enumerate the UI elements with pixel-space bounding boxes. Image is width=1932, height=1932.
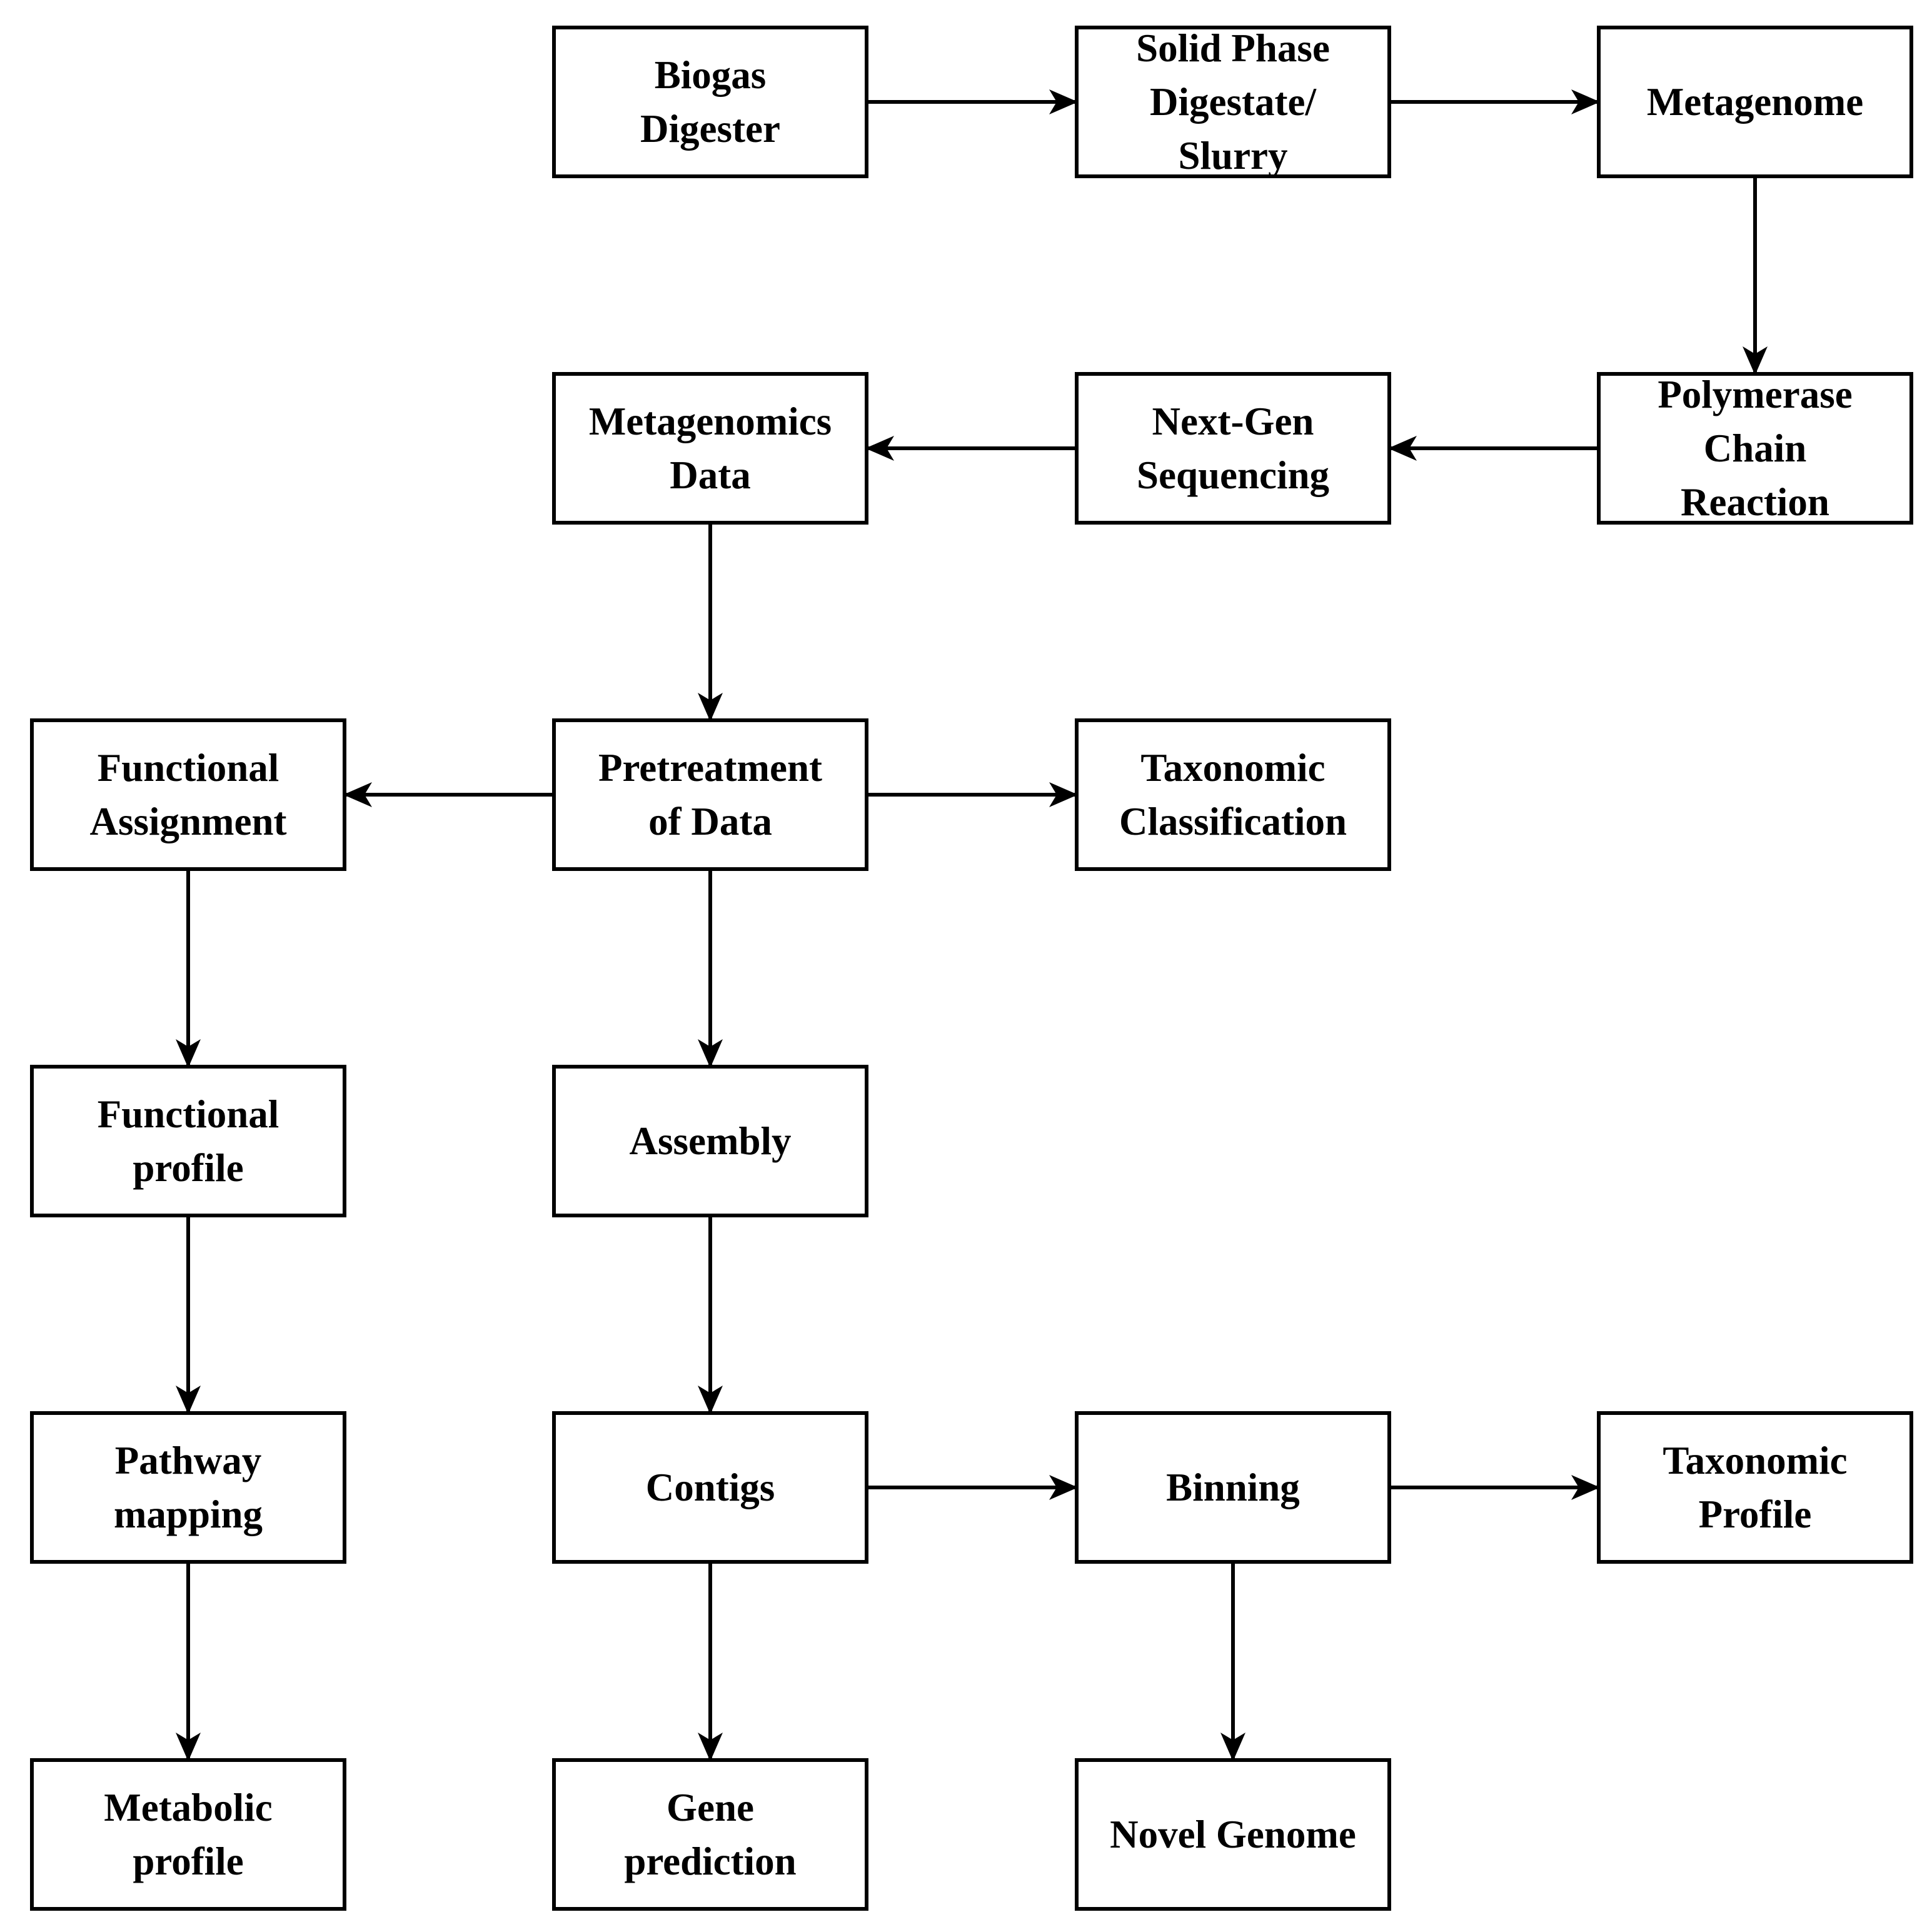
node-box-assembly [552,1065,868,1217]
node-label-funcprofile-line-0: Functional [98,1092,279,1136]
node-box-ngs [1075,372,1391,525]
node-metagenome: Metagenome [1597,26,1913,178]
node-funcprofile: Functional profile [30,1065,346,1217]
node-label-binning-line-0: Binning [1166,1466,1300,1509]
node-label-taxclass-line-1: Classification [1119,800,1347,843]
node-gene: Gene prediction [552,1758,868,1911]
node-pretreat: Pretreatment of Data [552,718,868,871]
node-novel: Novel Genome [1075,1758,1391,1911]
node-label-novel-line-0: Novel Genome [1110,1813,1356,1856]
node-label-pretreat-line-0: Pretreatment [598,746,822,790]
node-label-mgdata-line-0: Metagenomics [589,400,832,443]
node-label-taxclass-line-0: Taxonomic [1140,746,1325,790]
node-label-pcr-line-1: Chain [1704,426,1807,470]
node-label-assembly-line-0: Assembly [629,1119,791,1163]
node-label-pcr-line-2: Reaction [1681,480,1829,524]
node-box-contigs [552,1411,868,1564]
node-label-metabolic-line-1: profile [133,1839,243,1883]
node-box-metabolic [30,1758,346,1911]
node-box-funcprofile [30,1065,346,1217]
node-assembly: Assembly [552,1065,868,1217]
node-label-funcprofile-line-1: profile [133,1146,243,1190]
node-box-pretreat [552,718,868,871]
node-label-contigs-line-0: Contigs [646,1466,775,1509]
node-label-mgdata-line-1: Data [670,453,750,497]
node-label-pcr-line-0: Polymerase [1658,373,1852,416]
node-box-metagenome [1597,26,1913,178]
node-label-biogas-line-1: Digester [640,107,780,151]
node-label-gene-line-0: Gene [667,1786,754,1829]
node-box-taxclass [1075,718,1391,871]
node-label-biogas-line-0: Biogas [655,53,767,97]
node-box-biogas [552,26,868,178]
node-label-gene-line-1: prediction [624,1839,796,1883]
node-box-mgdata [552,372,868,525]
node-metabolic: Metabolic profile [30,1758,346,1911]
node-box-gene [552,1758,868,1911]
node-contigs: Contigs [552,1411,868,1564]
node-label-pathway-line-0: Pathway [115,1439,262,1482]
node-label-metabolic-line-0: Metabolic [104,1786,272,1829]
node-label-ngs-line-1: Sequencing [1137,453,1329,497]
node-label-digestate-line-0: Solid Phase [1136,26,1330,70]
node-label-ngs-line-0: Next-Gen [1152,400,1314,443]
node-label-pretreat-line-1: of Data [648,800,772,843]
node-label-pathway-line-1: mapping [114,1492,263,1536]
node-box-novel [1075,1758,1391,1911]
node-binning: Binning [1075,1411,1391,1564]
node-label-digestate-line-1: Digestate/ [1150,80,1317,124]
node-box-pathway [30,1411,346,1564]
node-label-taxprofile-line-1: Profile [1699,1492,1812,1536]
node-box-pcr [1597,372,1913,525]
node-label-funcassign-line-1: Assignment [89,800,286,843]
node-box-binning [1075,1411,1391,1564]
node-label-taxprofile-line-0: Taxonomic [1663,1439,1847,1482]
node-box-digestate [1075,26,1391,178]
edges-layer [176,89,1768,1761]
node-label-metagenome-line-0: Metagenome [1647,80,1863,124]
node-box-funcassign [30,718,346,871]
node-label-funcassign-line-0: Functional [98,746,279,790]
node-label-digestate-line-2: Slurry [1178,134,1287,178]
node-pathway: Pathway mapping [30,1411,346,1564]
node-box-taxprofile [1597,1411,1913,1564]
